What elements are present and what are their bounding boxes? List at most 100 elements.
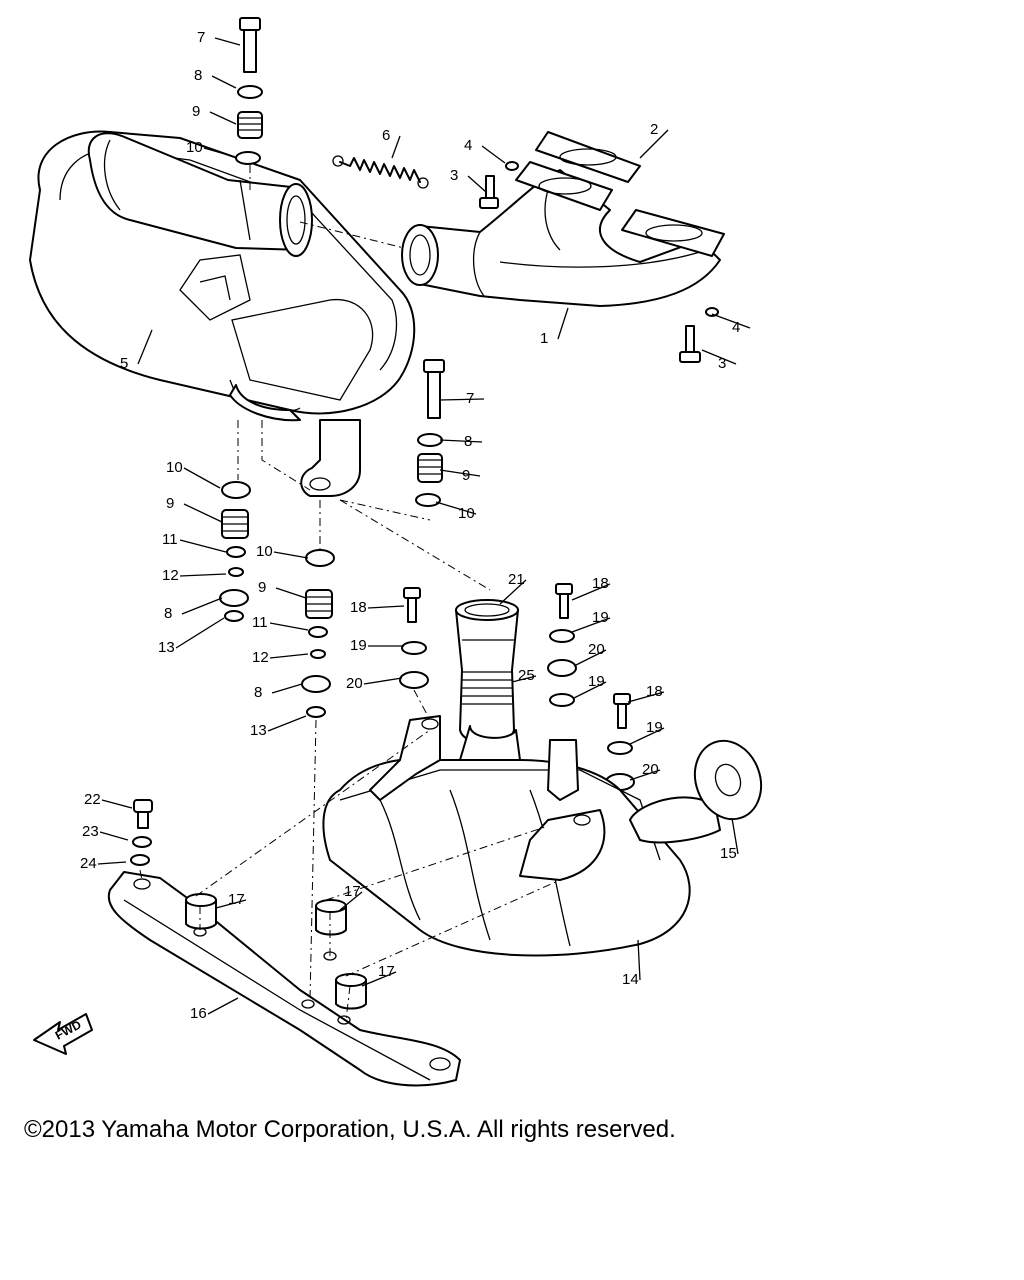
callout-c14: 14	[622, 939, 641, 988]
callout-number: 21	[508, 571, 525, 588]
callout-c19c: 19	[573, 673, 607, 699]
callout-leader	[571, 583, 611, 601]
callout-leader	[629, 727, 665, 745]
callout-number: 8	[164, 605, 172, 622]
silencer-bracket	[237, 419, 491, 591]
rubber-mount-part-17-c	[335, 973, 367, 1010]
callout-leader	[137, 329, 153, 365]
callout-c25: 25	[511, 667, 537, 684]
callout-leader	[573, 681, 607, 699]
callout-leader	[215, 899, 247, 909]
callout-c2: 2	[639, 121, 669, 159]
callout-leader	[637, 939, 641, 981]
callout-c18a: 18	[350, 599, 405, 616]
callout-number: 8	[464, 433, 472, 450]
callout-c9b: 9	[439, 467, 481, 484]
exploded-view-drawing: FWD 789106432143578910109111281310911128…	[29, 17, 763, 1087]
main-muffler-part-14	[322, 715, 721, 957]
washer-part-4-bottom	[705, 307, 719, 317]
callout-number: 18	[646, 683, 663, 700]
callout-c22: 22	[84, 791, 133, 809]
callout-number: 1	[540, 330, 548, 347]
manifold-bolt-part-3-bottom	[679, 325, 701, 363]
callout-c13a: 13	[158, 617, 225, 656]
silencer-inlet-pipe	[87, 132, 313, 257]
assembly-center-lines	[139, 729, 561, 1021]
bracket-bolt-part-22	[133, 799, 153, 829]
fwd-arrow-icon: FWD	[33, 1013, 93, 1055]
callout-c8d: 8	[254, 683, 303, 701]
mount-stack-left	[219, 481, 251, 622]
callout-leader	[711, 313, 751, 329]
callout-number: 20	[588, 641, 605, 658]
callout-c9d: 9	[258, 579, 307, 599]
callout-leader	[511, 675, 537, 683]
callout-number: 23	[82, 823, 99, 840]
callout-c10d: 10	[256, 543, 309, 560]
callout-c24: 24	[80, 855, 127, 872]
callout-c11b: 11	[252, 614, 309, 631]
callout-leader	[269, 622, 309, 631]
callout-number: 8	[254, 684, 262, 701]
callout-number: 4	[732, 319, 740, 336]
callout-number: 17	[344, 883, 361, 900]
callout-c7a: 7	[197, 29, 241, 46]
callout-leader	[203, 147, 233, 157]
callout-leader	[629, 769, 661, 781]
callout-leader	[701, 349, 737, 365]
callout-number: 17	[228, 891, 245, 908]
callout-number: 9	[166, 495, 174, 512]
bracket-bolt-stack-right-b	[605, 693, 635, 791]
callout-c12b: 12	[252, 649, 309, 666]
callout-c7b: 7	[439, 390, 485, 407]
callout-number: 12	[252, 649, 269, 666]
callout-number: 13	[250, 722, 267, 739]
callout-c19a: 19	[350, 637, 404, 654]
callout-c8c: 8	[164, 597, 223, 622]
exhaust-gaskets-part-2	[515, 131, 725, 257]
callout-c5: 5	[120, 329, 153, 372]
rubber-mount-part-17-b	[315, 899, 347, 936]
callout-number: 15	[720, 845, 737, 862]
callout-leader	[573, 649, 607, 667]
callout-leader	[339, 891, 363, 911]
connecting-sleeve-part-21	[455, 599, 519, 745]
callout-c20a: 20	[346, 675, 403, 692]
callout-c4a: 4	[464, 137, 506, 164]
callout-number: 7	[197, 29, 205, 46]
callout-leader	[481, 145, 506, 164]
callout-labels: 7891064321435789101091112813109111281321…	[80, 29, 751, 1022]
callout-number: 11	[162, 531, 178, 548]
callout-leader	[269, 653, 309, 659]
callout-leader	[181, 597, 223, 615]
callout-c23: 23	[82, 823, 129, 841]
callout-leader	[271, 683, 303, 694]
callout-leader	[439, 469, 481, 477]
callout-leader	[557, 307, 569, 340]
upper-mount-stack-left	[235, 17, 263, 190]
callout-c6: 6	[382, 127, 401, 159]
callout-number: 19	[592, 609, 609, 626]
callout-number: 11	[252, 614, 268, 631]
callout-number: 4	[464, 137, 472, 154]
callout-c10a: 10	[186, 139, 233, 157]
callout-leader	[439, 398, 485, 401]
callout-c21: 21	[499, 571, 527, 605]
callout-number: 10	[458, 505, 475, 522]
callout-leader	[179, 539, 227, 553]
callout-c18b: 18	[571, 575, 611, 601]
upper-mount-stack-right	[415, 359, 445, 507]
washer-part-24	[130, 854, 150, 866]
callout-leader	[211, 75, 237, 89]
callout-c17a: 17	[215, 891, 247, 909]
callout-number: 3	[718, 355, 726, 372]
callout-number: 9	[462, 467, 470, 484]
callout-c20b: 20	[573, 641, 607, 667]
copyright-notice: ©2013 Yamaha Motor Corporation, U.S.A. A…	[24, 1116, 676, 1143]
callout-number: 19	[588, 673, 605, 690]
callout-c11a: 11	[162, 531, 227, 553]
callout-number: 17	[378, 963, 395, 980]
callout-c10b: 10	[435, 501, 477, 522]
mount-stack-center	[301, 500, 335, 1001]
callout-number: 20	[642, 761, 659, 778]
